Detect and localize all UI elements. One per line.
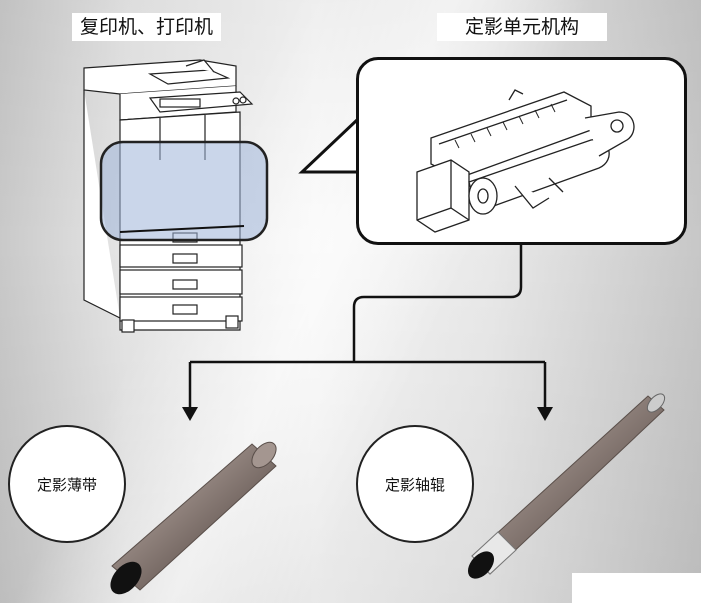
printer-title: 复印机、打印机 (72, 13, 222, 41)
connector-lines (190, 245, 545, 364)
corner-patch (572, 573, 701, 603)
fuser-film-text: 定影薄带 (36, 475, 97, 494)
arrowhead-right (537, 407, 553, 421)
fuser-unit-title: 定影单元机构 (437, 13, 607, 41)
fuser-roller-text: 定影轴辊 (384, 475, 445, 494)
fuser-film-label: 定影薄带 (8, 425, 126, 543)
arrowhead-left (182, 407, 198, 421)
highlight-divider (119, 225, 245, 233)
fuser-highlight (99, 140, 269, 242)
fuser-film-roller (110, 441, 277, 595)
bubble-tail (298, 118, 359, 174)
fuser-roller-label: 定影轴辊 (356, 425, 474, 543)
fuser-unit-drawing (416, 89, 635, 233)
fuser-axis-roller (467, 393, 666, 579)
fuser-unit-bubble (356, 57, 687, 245)
